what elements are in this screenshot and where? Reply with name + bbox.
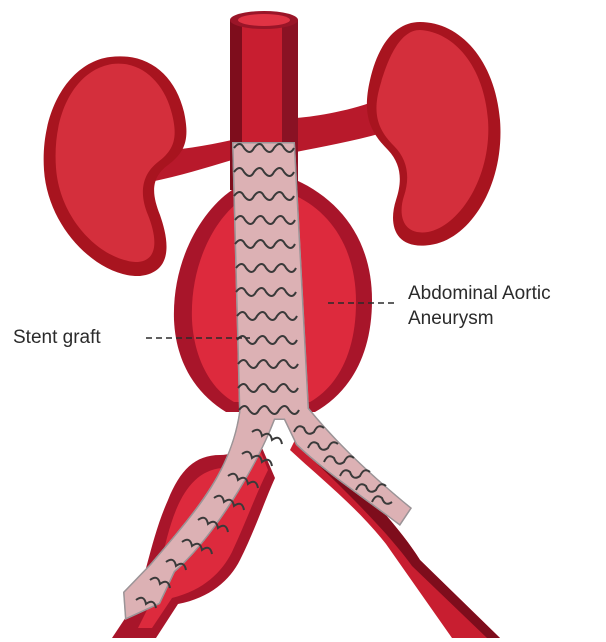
stent-graft [123,142,412,620]
aneurysm-label-line-1: Abdominal Aortic [408,281,551,306]
aneurysm-label-line-2: Aneurysm [408,306,551,331]
right-kidney [367,22,501,246]
stent-graft-label: Stent graft [13,325,101,350]
abdominal-aortic-aneurysm-label: Abdominal Aortic Aneurysm [408,281,551,331]
left-kidney [44,56,187,276]
